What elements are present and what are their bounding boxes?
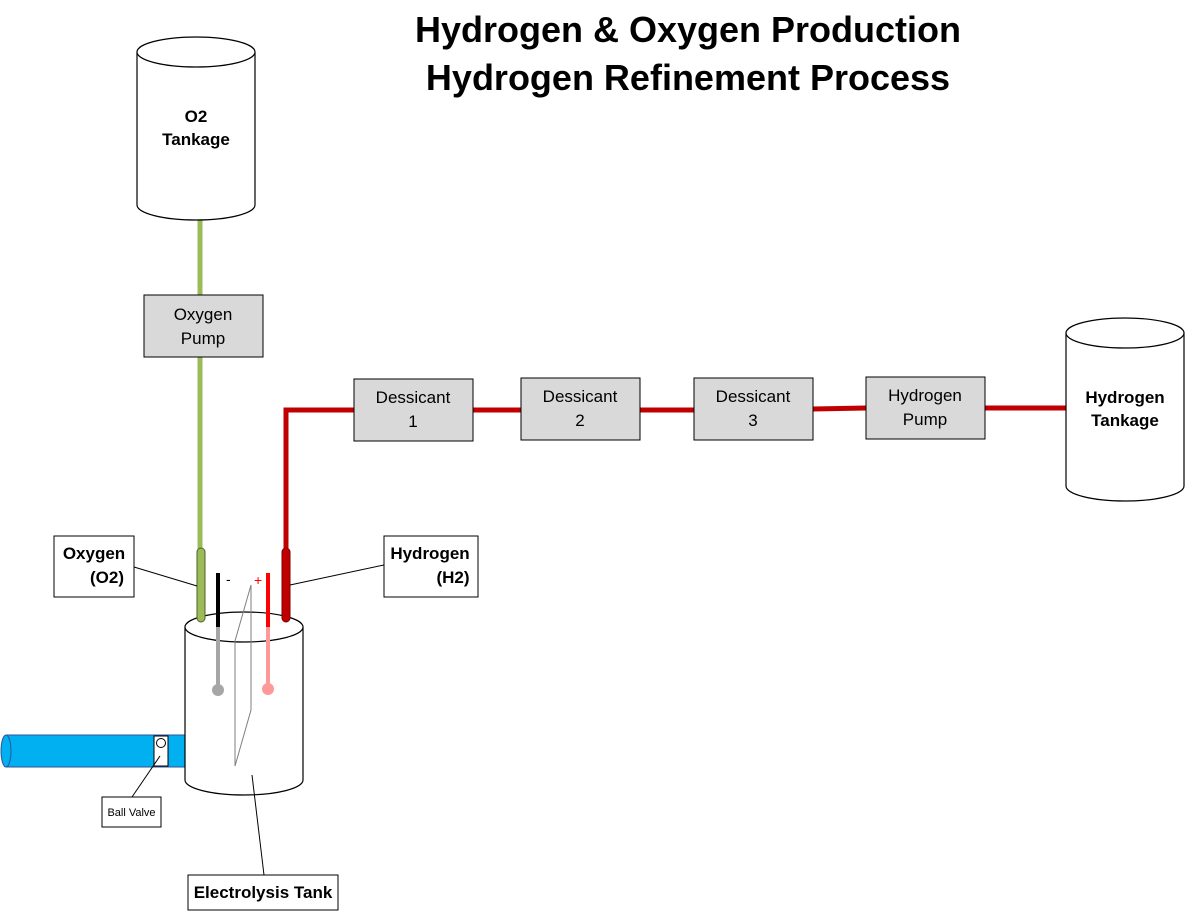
negative-polarity-label: - <box>226 571 231 587</box>
oxygen-outlet-tube <box>196 547 206 623</box>
positive-electrode: + <box>254 572 274 695</box>
oxygen-callout-line2: (O2) <box>90 568 124 587</box>
hydrogen-outlet-tube <box>281 547 291 623</box>
oxygen-callout-leader <box>133 566 198 587</box>
dessicant-3-label-line2: 3 <box>748 411 757 430</box>
oxygen-pump-label-line2: Pump <box>181 329 225 348</box>
o2-tank: O2 Tankage <box>136 36 256 221</box>
dessicant-2-label-line1: Dessicant <box>543 387 618 406</box>
ball-valve <box>153 735 169 767</box>
diagram-title-line2: Hydrogen Refinement Process <box>426 57 950 98</box>
ball-valve-leader <box>131 755 161 798</box>
oxygen-callout-line1: Oxygen <box>63 544 125 563</box>
hydrogen-line-seg3 <box>812 405 867 412</box>
positive-polarity-label: + <box>254 572 262 588</box>
hydrogen-pump: Hydrogen Pump <box>865 376 986 440</box>
separator-membrane <box>234 584 252 767</box>
o2-tank-label-line1: O2 <box>185 107 208 126</box>
dessicant-2: Dessicant 2 <box>520 377 641 441</box>
hydrogen-callout-leader <box>289 564 385 586</box>
oxygen-pump: Oxygen Pump <box>143 294 264 358</box>
dessicant-3-label-line1: Dessicant <box>716 387 791 406</box>
ball-valve-label: Ball Valve <box>107 807 155 819</box>
dessicant-3: Dessicant 3 <box>693 377 814 441</box>
dessicant-1-label-line2: 1 <box>408 412 417 431</box>
dessicant-1: Dessicant 1 <box>353 378 474 442</box>
hydrogen-pump-label-line2: Pump <box>903 410 947 429</box>
hydrogen-callout-line2: (H2) <box>436 568 469 587</box>
dessicant-2-label-line2: 2 <box>575 411 584 430</box>
electrolysis-tank-label: Electrolysis Tank <box>194 883 333 902</box>
negative-electrode: - <box>212 571 231 696</box>
hydrogen-callout-line1: Hydrogen <box>390 544 469 563</box>
dessicant-1-label-line1: Dessicant <box>376 388 451 407</box>
diagram-title-line1: Hydrogen & Oxygen Production <box>415 9 961 50</box>
electrolysis-tank-leader <box>251 774 265 876</box>
hydrogen-tank-label-line1: Hydrogen <box>1085 388 1164 407</box>
hydrogen-tank: Hydrogen Tankage <box>1065 317 1185 502</box>
hydrogen-line-riser <box>283 407 354 552</box>
oxygen-callout: Oxygen (O2) <box>53 535 135 598</box>
hydrogen-callout: Hydrogen (H2) <box>383 535 479 598</box>
electrolysis-tank-callout: Electrolysis Tank <box>187 874 339 911</box>
o2-tank-label-line2: Tankage <box>162 130 230 149</box>
electrolysis-tank <box>184 611 304 796</box>
ball-valve-callout: Ball Valve <box>101 796 162 828</box>
oxygen-pump-label-line1: Oxygen <box>174 305 233 324</box>
hydrogen-pump-label-line1: Hydrogen <box>888 386 962 405</box>
hydrogen-tank-label-line2: Tankage <box>1091 411 1159 430</box>
ball-valve-icon <box>156 738 166 748</box>
